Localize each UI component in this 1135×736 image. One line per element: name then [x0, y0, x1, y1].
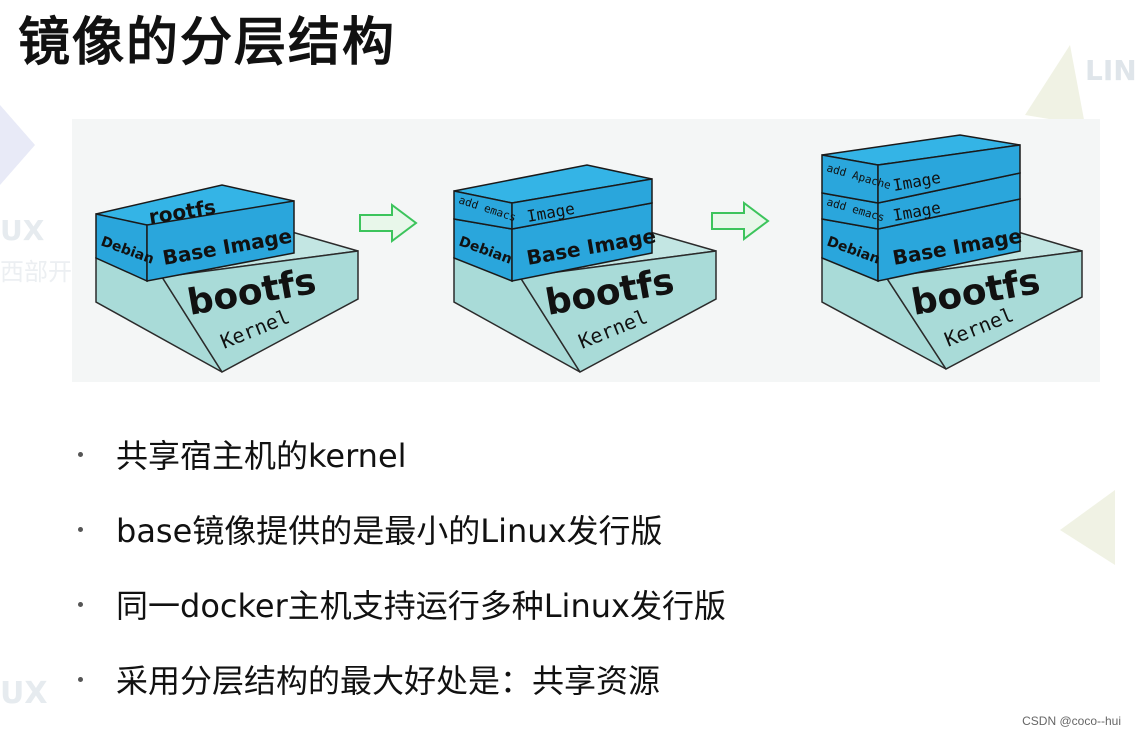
stage3-kernel-side	[884, 250, 1083, 370]
stage1-kernel-side	[160, 250, 359, 373]
bullet-text: 共享宿主机的kernel	[116, 437, 407, 475]
bullet-dot-icon	[78, 452, 83, 457]
svg-text:UX: UX	[0, 676, 48, 711]
bullet-text: 同一docker主机支持运行多种Linux发行版	[116, 587, 726, 625]
bullet-dot-icon	[78, 602, 83, 607]
watermark-logo-left: UX 西部开源	[0, 214, 80, 286]
arrow-icon	[359, 203, 418, 243]
stage1-stack: rootfs Debian Base Image bootfs Kernel	[95, 184, 359, 373]
layer-diagram-svg: .kfront { fill: #a9dbd8; stroke: #2b2b2b…	[95, 134, 1083, 373]
layer-diagram: .kfront { fill: #a9dbd8; stroke: #2b2b2b…	[72, 119, 1100, 382]
stage2-stack: add emacs Image Debian Base Image bootfs…	[453, 164, 717, 373]
svg-text:UX: UX	[0, 214, 45, 247]
bullet-text: base镜像提供的是最小的Linux发行版	[116, 512, 663, 550]
bullet-dot-icon	[78, 677, 83, 682]
stage2-image-face	[511, 178, 653, 230]
watermark-logo-right	[1060, 490, 1115, 565]
bullet-dot-icon	[78, 527, 83, 532]
watermark-corner-triangle	[0, 105, 35, 185]
svg-text:西部开源: 西部开源	[0, 258, 80, 286]
stage3-stack: add Apache Image add emacs Image Debian …	[821, 134, 1083, 370]
stage2-kernel-side	[518, 250, 717, 373]
stage1-base-face	[146, 200, 295, 282]
stage3-image-top-face	[877, 144, 1021, 204]
arrow-icon	[711, 201, 770, 241]
watermark-logo-bottom-left: UX	[0, 676, 48, 711]
bullet-text: 采用分层结构的最大好处是：共享资源	[116, 662, 661, 700]
page-title: 镜像的分层结构	[18, 13, 397, 73]
footer-credit: CSDN @coco--hui	[1022, 714, 1121, 728]
